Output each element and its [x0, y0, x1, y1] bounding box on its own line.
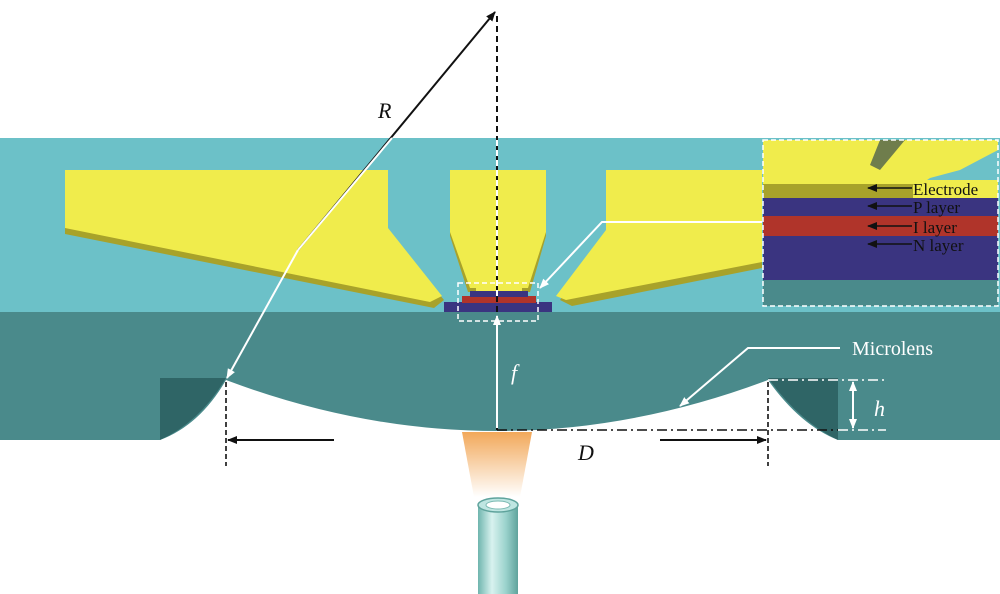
focal-length-label: f: [511, 360, 520, 385]
height-label: h: [874, 396, 885, 421]
radius-arrow-white-upper: [297, 137, 393, 251]
p-layer-label: P layer: [913, 198, 960, 217]
diameter-label: D: [577, 440, 594, 465]
optical-fiber: [477, 497, 519, 594]
cavity-right-wall: [768, 378, 838, 440]
electrode-label: Electrode: [913, 180, 978, 199]
microlens-callout: [679, 347, 840, 407]
radius-arrow-white: [226, 249, 299, 379]
left-electrode: [65, 170, 444, 308]
radius-label: R: [377, 98, 392, 123]
n-layer-label: N layer: [913, 236, 964, 255]
light-cone: [462, 432, 532, 497]
bottom-substrate: [0, 312, 1000, 440]
microlens-label: Microlens: [852, 338, 933, 360]
inset-layer-labels: Electrode P layer I layer N layer: [867, 180, 978, 255]
inset-connector: [539, 221, 762, 289]
right-electrode: [556, 170, 762, 306]
layer-inset: [762, 139, 999, 307]
cavity-left-wall: [160, 378, 226, 440]
i-layer-label: I layer: [913, 218, 957, 237]
